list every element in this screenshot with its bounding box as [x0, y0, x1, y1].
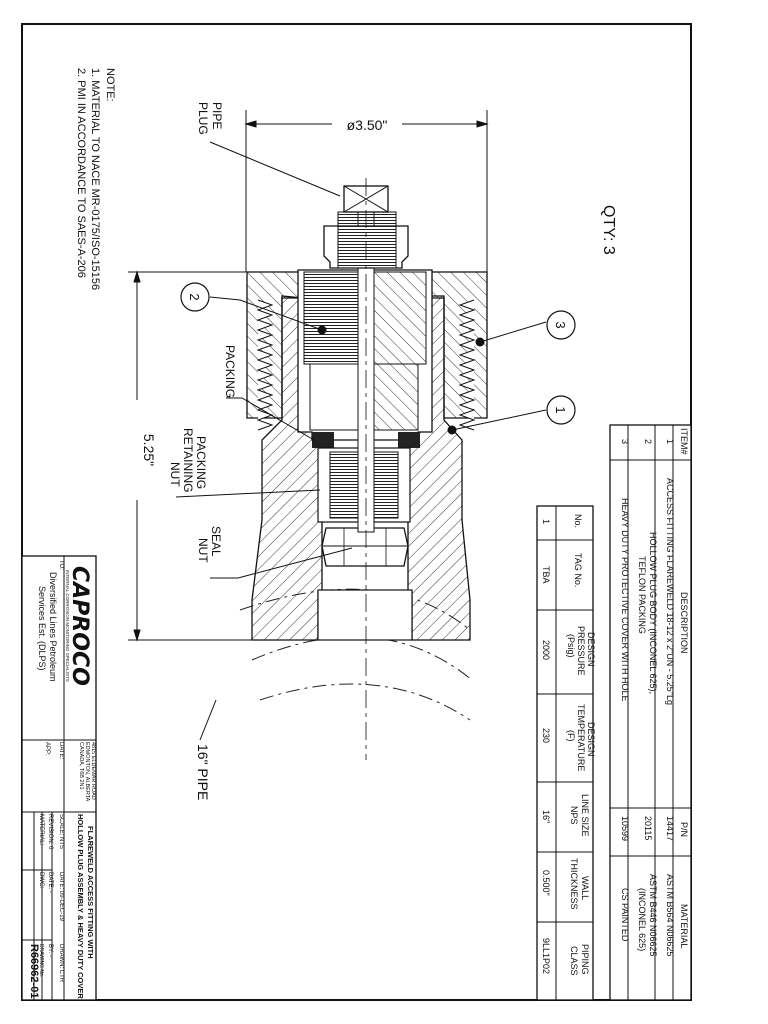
- spec-header-pressure-1: DESIGN: [586, 632, 596, 667]
- label-retaining-2: RETAINING: [181, 428, 195, 492]
- bom-row-1-desc: ACCESS FITTING FLAREWELD 18-12 x 2"UN - …: [665, 478, 675, 705]
- label-pipe-plug-1: PIPE: [210, 102, 224, 129]
- svg-text:1: 1: [553, 406, 568, 413]
- dwg-field: DWG: -: [38, 872, 44, 892]
- spec-row-size: 16": [541, 810, 551, 823]
- note-2: 2. PMI IN ACCORDANCE TO SAES-A-206: [75, 68, 87, 278]
- caproco-logo: CAPROCO: [67, 566, 92, 686]
- drawing-number: R66962-01: [28, 944, 40, 998]
- label-pipe-plug-2: PLUG: [196, 102, 210, 135]
- label-retaining-1: PACKING: [194, 436, 208, 489]
- callout-leaders: [175, 141, 547, 741]
- spec-header-temp-1: DESIGN: [586, 722, 596, 757]
- client-name-1: Diversified Lines Petroleum: [48, 572, 58, 682]
- caproco-tagline: INTERNAL CORROSION MONITORING SPECIALIST…: [65, 570, 70, 682]
- length-label: 5.25": [141, 434, 157, 466]
- label-seal-1: SEAL: [209, 526, 223, 557]
- bom-row-3-pn: 10599: [620, 816, 630, 841]
- spec-header-piping-1: PIPING: [580, 944, 590, 975]
- spec-header-temp-3: (F): [566, 730, 576, 742]
- address-3: CANADA, T6B 2N1: [78, 742, 84, 790]
- bom-header-description: DESCRIPTION: [679, 592, 689, 654]
- drawn-by: DRAWN: CTR: [58, 944, 64, 983]
- spec-header-wall-2: THICKNESS: [569, 858, 579, 910]
- notes-heading: NOTE:: [104, 68, 116, 102]
- label-retaining-3: NUT: [168, 462, 182, 487]
- bom-row-2-pn: 20115: [643, 816, 653, 840]
- address-2: EDMONTON, ALBERTA: [84, 742, 90, 802]
- spec-row-no: 1: [541, 519, 551, 524]
- packing-right: [398, 432, 420, 448]
- balloon-2: 2: [180, 282, 210, 312]
- address-1: 4815 ELDEMAR ROAD: [90, 742, 96, 800]
- spec-header-wall-1: WALL: [580, 876, 590, 900]
- bom-row-2-desc-1: HOLLOW PLUG BODY (INCONEL 625),: [648, 532, 658, 694]
- bom-row-3-item: 3: [620, 439, 630, 444]
- fitting-section-view: [239, 178, 488, 760]
- packing-left: [312, 432, 334, 448]
- bom-row-2-material-1: ASTM B446 N06625: [648, 874, 658, 957]
- spec-header-no: No.: [573, 514, 583, 528]
- svg-text:3: 3: [553, 321, 568, 328]
- date-2: DATE: -: [47, 872, 53, 893]
- drawing-title-2: HOLLOW PLUG ASSEMBLY & HEAVY DUTY COVER: [76, 814, 85, 999]
- date-label: DATE:: [58, 742, 64, 760]
- svg-text:2: 2: [187, 293, 202, 300]
- drawing-title-1: FLAREWELD ACCESS FITTING WITH: [86, 826, 95, 959]
- seal-nut: [321, 527, 409, 567]
- spec-header-pressure-2: PRESSURE: [576, 626, 586, 676]
- app-label: APP:: [44, 742, 50, 756]
- scale: SCALE: NTS: [58, 814, 64, 849]
- bom-row-1-pn: 14417: [665, 816, 675, 841]
- spec-table: No. TAG No. DESIGN PRESSURE (Psig) DESIG…: [536, 505, 596, 1001]
- to-label: TO:: [58, 560, 64, 570]
- dimension-diameter: [244, 110, 489, 272]
- bom-header-item: ITEM#: [679, 428, 689, 455]
- date-value: DATE: 09-DEC-19: [58, 872, 64, 922]
- bom-row-3-desc: HEAVY DUTY PROTECTIVE COVER WITH HOLE: [620, 498, 630, 702]
- qty-label: QTY: 3: [600, 205, 617, 255]
- label-16-pipe: 16" PIPE: [195, 744, 211, 800]
- bom-row-1-item: 1: [665, 439, 675, 444]
- spec-row-wall: 0.500": [541, 870, 551, 896]
- bom-row-2-desc-2: TEFLON PACKING: [637, 556, 647, 634]
- spec-header-piping-2: CLASS: [569, 946, 579, 976]
- bom-header-material: MATERIAL: [679, 904, 689, 948]
- bom-row-3-material: CS PAINTED: [620, 888, 630, 942]
- bom-header-pn: P/N: [679, 822, 689, 837]
- spec-header-temp-2: TEMPERATURE: [576, 704, 586, 771]
- spec-row-pressure: 2000: [541, 640, 551, 660]
- bom-row-2-item: 2: [643, 439, 653, 444]
- spec-header-size-1: LINE SIZE: [580, 794, 590, 837]
- balloon-1: 1: [546, 395, 576, 425]
- material-field: MATERIAL: -: [38, 814, 44, 849]
- note-1: 1. MATERIAL TO NACE MR-0175/ISO-15156: [89, 68, 101, 290]
- label-seal-2: NUT: [196, 538, 210, 563]
- title-block: CAPROCO INTERNAL CORROSION MONITORING SP…: [21, 555, 97, 1001]
- client-name-2: Services Est. (DLPS): [37, 586, 47, 671]
- bom-table: ITEM# DESCRIPTION P/N MATERIAL 1 ACCESS …: [609, 424, 692, 1001]
- spec-header-pressure-3: (Psig): [566, 634, 576, 658]
- spec-header-size-2: NPS: [569, 806, 579, 825]
- balloon-3: 3: [546, 310, 576, 340]
- dimension-length: [128, 270, 252, 642]
- bom-row-2-material-2: (INCONEL 625): [637, 888, 647, 951]
- spec-row-tag: TBA: [541, 566, 551, 584]
- spec-row-piping: 9LL1P02: [541, 938, 551, 974]
- by: BY: -: [47, 944, 53, 957]
- label-packing: PACKING: [223, 345, 237, 398]
- bom-row-1-material: ASTM B564 N06625: [665, 874, 675, 957]
- spec-header-tag: TAG No.: [573, 553, 583, 587]
- revision: REVISION: 0: [47, 814, 53, 850]
- drawing-no-label: DRAWING No.: [38, 944, 44, 977]
- diameter-label: ø3.50": [347, 117, 388, 133]
- spec-row-temperature: 230: [541, 728, 551, 743]
